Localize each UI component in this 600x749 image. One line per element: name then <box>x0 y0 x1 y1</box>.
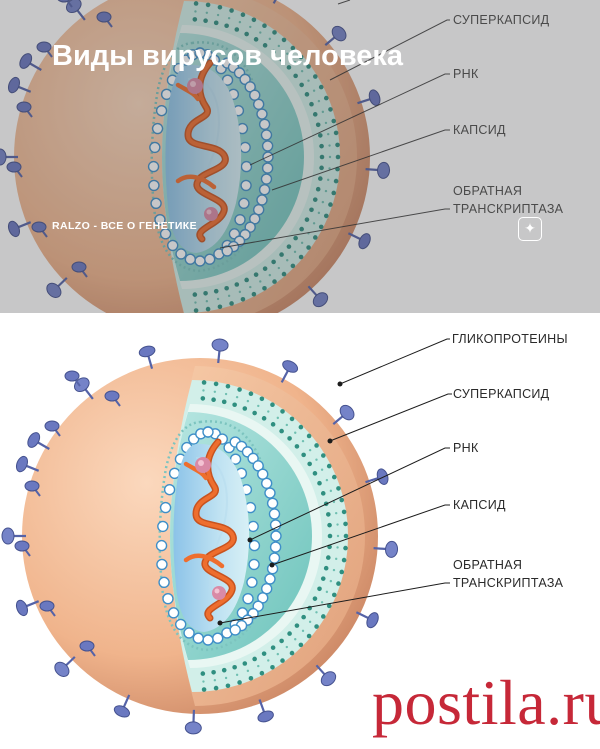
banner-label-capsid: КАПСИД <box>453 123 506 137</box>
label-rna: РНК <box>453 441 479 455</box>
label-capsid: КАПСИД <box>453 498 506 512</box>
label-supercapsid: СУПЕРКАПСИД <box>453 387 550 401</box>
banner-label-rt-line2: ТРАНСКРИПТАЗА <box>453 202 564 216</box>
label-rt-line1: ОБРАТНАЯ <box>453 558 523 572</box>
watermark: postila.ru <box>372 667 600 738</box>
banner-source[interactable]: RALZO - ВСЕ О ГЕНЕТИКЕ <box>52 220 197 232</box>
virus-diagram <box>2 338 398 734</box>
label-glycoproteins: ГЛИКОПРОТЕИНЫ <box>452 332 568 346</box>
banner-overlay <box>0 0 600 313</box>
banner-label-supercapsid: СУПЕРКАПСИД <box>453 13 550 27</box>
label-leader-dots <box>217 381 343 626</box>
label-rt-line2: ТРАНСКРИПТАЗА <box>453 576 564 590</box>
banner-label-rt-line1: ОБРАТНАЯ <box>453 184 523 198</box>
share-sparkle-icon[interactable]: ✦ <box>518 217 542 241</box>
banner-title: Виды вирусов человека <box>52 40 404 72</box>
banner-leader-lines <box>219 0 450 249</box>
label-leader-lines <box>219 338 452 624</box>
banner-label-rna: РНК <box>453 67 479 81</box>
